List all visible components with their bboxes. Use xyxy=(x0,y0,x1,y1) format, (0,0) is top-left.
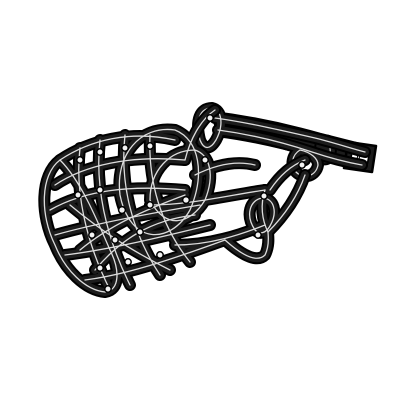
rivets xyxy=(74,114,306,293)
